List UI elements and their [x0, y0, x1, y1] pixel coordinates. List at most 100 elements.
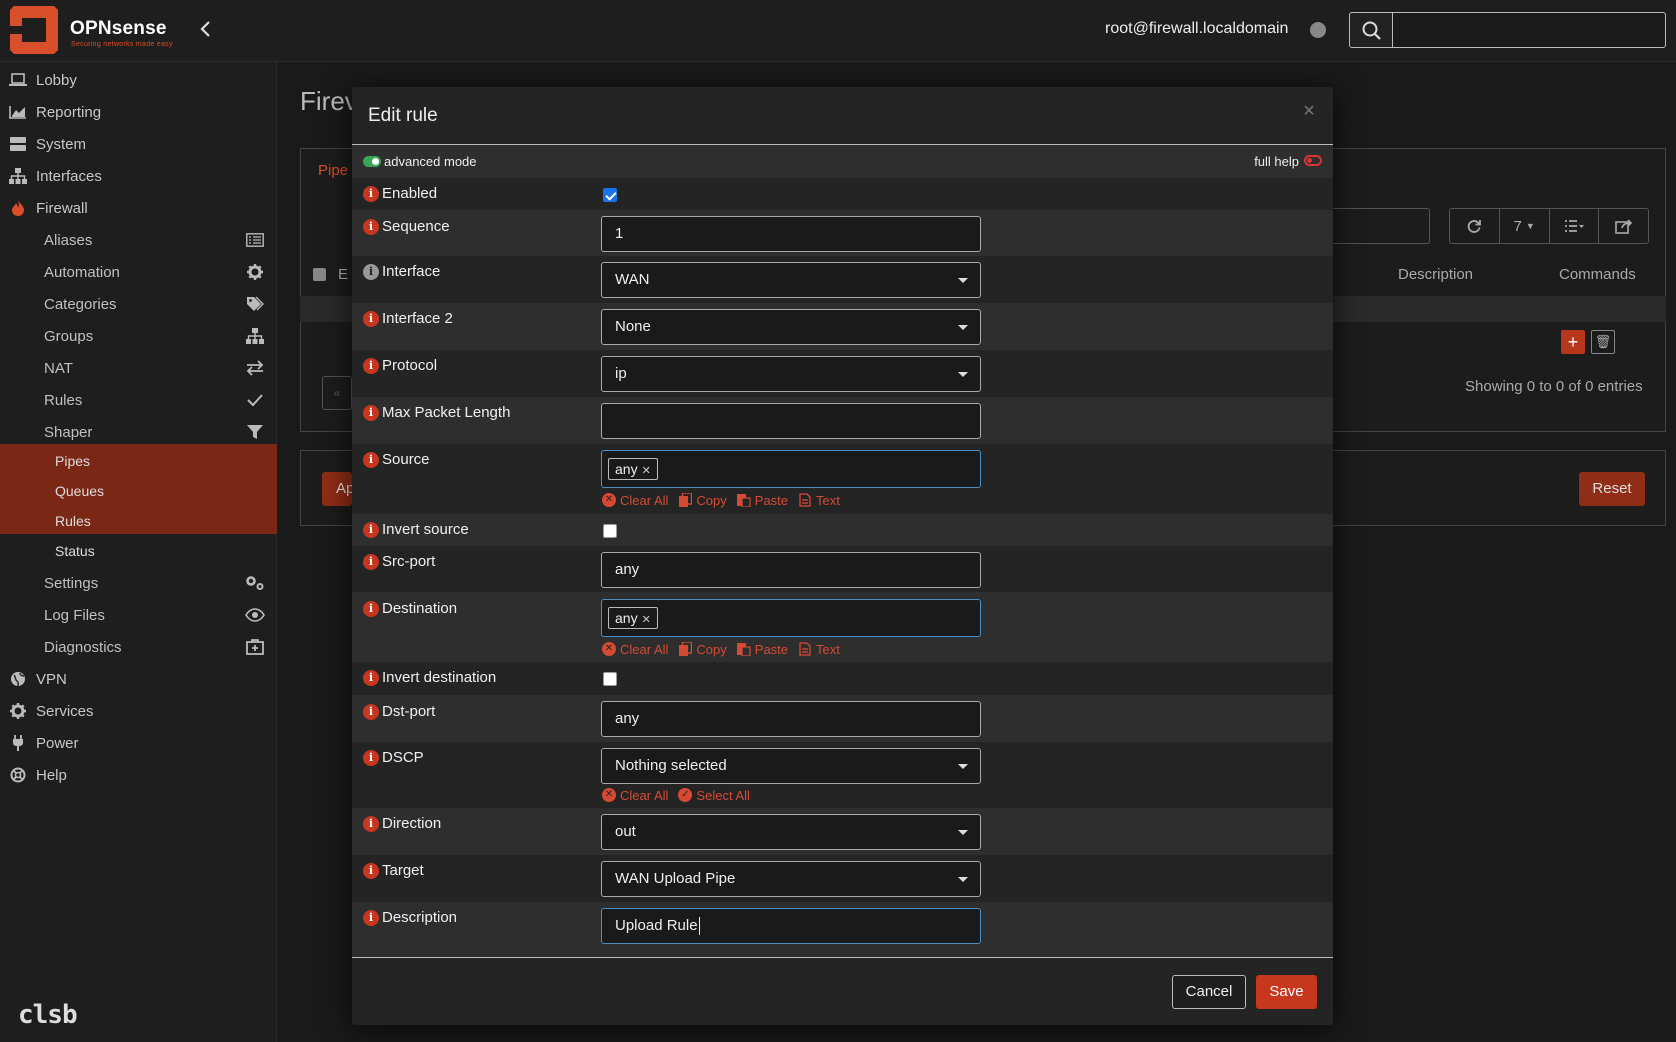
info-icon[interactable]: i [363, 704, 379, 720]
src-port-input[interactable]: any [601, 552, 981, 588]
info-icon[interactable]: i [363, 405, 379, 421]
remove-tag-icon[interactable]: ✕ [641, 465, 651, 477]
refresh-icon[interactable] [1450, 209, 1500, 243]
sidebar-item-services[interactable]: Services [0, 695, 277, 727]
paste-button[interactable]: Paste [736, 642, 788, 657]
info-icon[interactable]: i [363, 264, 379, 280]
columns-list-icon[interactable] [1550, 209, 1600, 243]
sidebar-item-log-files[interactable]: Log Files [0, 599, 277, 631]
field-label: Description [382, 909, 458, 926]
reset-button[interactable]: Reset [1579, 472, 1645, 506]
close-icon[interactable]: × [1303, 100, 1315, 122]
info-icon[interactable]: i [363, 554, 379, 570]
source-tag-input[interactable]: any✕ [601, 450, 981, 488]
sidebar-item-interfaces[interactable]: Interfaces [0, 160, 277, 192]
invert-source-checkbox[interactable] [603, 524, 617, 538]
invert-destination-checkbox[interactable] [603, 672, 617, 686]
add-icon[interactable]: + [1561, 330, 1585, 354]
apply-button[interactable]: Ap [322, 472, 354, 506]
column-description: Description [1398, 266, 1474, 283]
sidebar-item-shaper[interactable]: Shaper [0, 416, 277, 448]
info-icon[interactable]: i [363, 186, 379, 202]
copy-button[interactable]: Copy [678, 492, 727, 508]
sidebar-item-firewall[interactable]: Firewall [0, 192, 277, 224]
server-icon [8, 135, 28, 153]
target-select[interactable]: WAN Upload Pipe [601, 861, 981, 897]
info-icon[interactable]: i [363, 358, 379, 374]
interface-select[interactable]: WAN [601, 262, 981, 298]
remove-tag-icon[interactable]: ✕ [641, 614, 651, 626]
sidebar-item-settings[interactable]: Settings [0, 567, 277, 599]
sidebar-item-system[interactable]: System [0, 128, 277, 160]
user-menu[interactable]: root@firewall.localdomain [1105, 20, 1289, 37]
info-icon[interactable]: i [363, 452, 379, 468]
info-icon[interactable]: i [363, 311, 379, 327]
field-label: Sequence [382, 218, 450, 235]
pager-prev-button[interactable]: « [322, 376, 352, 410]
direction-select[interactable]: out [601, 814, 981, 850]
clear-all-button[interactable]: ✕Clear All [602, 493, 668, 508]
clear-all-button[interactable]: ✕Clear All [602, 788, 668, 803]
sidebar-item-groups[interactable]: Groups [0, 320, 277, 352]
dst-port-input[interactable]: any [601, 701, 981, 737]
sidebar-item-queues[interactable]: Queues [0, 476, 277, 506]
sidebar-item-reporting[interactable]: Reporting [0, 96, 277, 128]
search-input[interactable] [1392, 12, 1666, 48]
full-help-toggle[interactable] [1304, 155, 1322, 166]
sidebar-item-pipes[interactable]: Pipes [0, 446, 277, 476]
entries-info: Showing 0 to 0 of 0 entries [1465, 378, 1643, 395]
sidebar-item-help[interactable]: Help [0, 759, 277, 791]
row-protocol: i Protocol ip [352, 350, 1333, 397]
field-label: Protocol [382, 357, 438, 374]
page-size-dropdown[interactable]: 7▼ [1500, 209, 1550, 243]
sidebar-item-status[interactable]: Status [0, 536, 277, 566]
info-icon[interactable]: i [363, 522, 379, 538]
status-indicator-icon[interactable] [1310, 22, 1326, 38]
sidebar-item-label: Firewall [36, 199, 88, 217]
info-icon[interactable]: i [363, 863, 379, 879]
text-button[interactable]: Text [798, 493, 840, 508]
info-icon[interactable]: i [363, 670, 379, 686]
copy-button[interactable]: Copy [678, 642, 727, 657]
opnsense-logo-icon[interactable] [8, 4, 60, 56]
dscp-select[interactable]: Nothing selected [601, 748, 981, 784]
max-packet-length-input[interactable] [601, 403, 981, 439]
cancel-button[interactable]: Cancel [1172, 975, 1246, 1009]
destination-tag-input[interactable]: any✕ [601, 599, 981, 637]
info-icon[interactable]: i [363, 219, 379, 235]
description-input[interactable]: Upload Rule [601, 908, 981, 944]
sidebar-item-nat[interactable]: NAT [0, 352, 277, 384]
sidebar-item-lobby[interactable]: Lobby [0, 64, 277, 96]
advanced-mode-toggle[interactable] [363, 156, 381, 167]
tab-pipes[interactable]: Pipe [318, 162, 349, 179]
search-button[interactable] [1349, 12, 1393, 48]
sidebar-item-diagnostics[interactable]: Diagnostics [0, 631, 277, 663]
text-button[interactable]: Text [798, 642, 840, 657]
chevron-down-icon [958, 830, 968, 835]
sidebar-item-rules[interactable]: Rules [0, 384, 277, 416]
paste-button[interactable]: Paste [736, 493, 788, 508]
interface2-select[interactable]: None [601, 309, 981, 345]
info-icon[interactable]: i [363, 816, 379, 832]
laptop-icon [8, 71, 28, 89]
sidebar-item-power[interactable]: Power [0, 727, 277, 759]
info-icon[interactable]: i [363, 910, 379, 926]
sidebar-item-categories[interactable]: Categories [0, 288, 277, 320]
sidebar-item-aliases[interactable]: Aliases [0, 224, 277, 256]
protocol-select[interactable]: ip [601, 356, 981, 392]
select-all-checkbox[interactable] [313, 268, 326, 281]
info-icon[interactable]: i [363, 601, 379, 617]
sidebar-item-vpn[interactable]: VPN [0, 663, 277, 695]
info-icon[interactable]: i [363, 750, 379, 766]
trash-icon[interactable]: 🗑 [1591, 330, 1615, 354]
enabled-checkbox[interactable] [603, 188, 617, 202]
select-all-button[interactable]: ✓Select All [678, 788, 750, 803]
sidebar-item-shaper-rules[interactable]: Rules [0, 506, 277, 536]
save-button[interactable]: Save [1256, 975, 1317, 1009]
sidebar-item-automation[interactable]: Automation [0, 256, 277, 288]
collapse-sidebar-icon[interactable] [198, 18, 218, 44]
tool-label: Copy [696, 492, 727, 508]
sequence-input[interactable]: 1 [601, 216, 981, 252]
clear-all-button[interactable]: ✕Clear All [602, 642, 668, 657]
export-icon[interactable] [1599, 209, 1648, 243]
